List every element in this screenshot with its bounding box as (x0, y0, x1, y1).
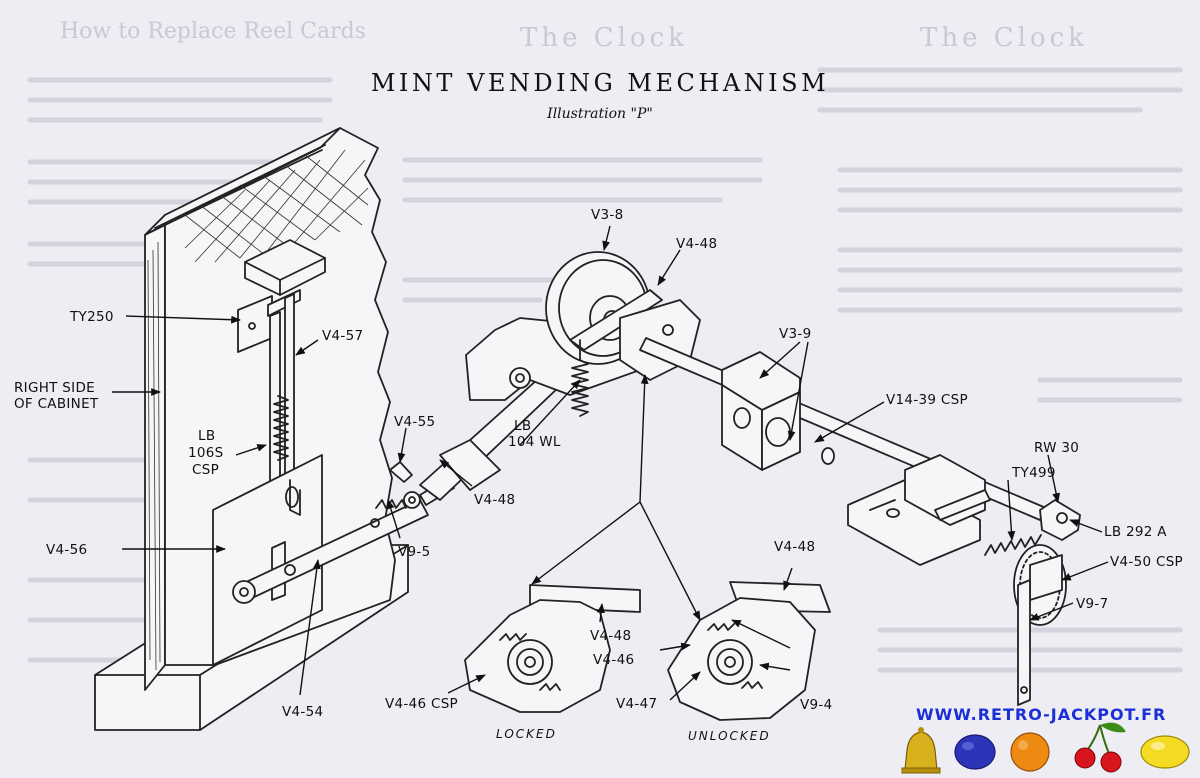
label-v3-8: V3-8 (591, 207, 624, 223)
label-unlocked: UNLOCKED (688, 729, 771, 743)
watermark-url: WWW.RETRO-JACKPOT.FR (916, 705, 1166, 724)
diagram-title: MINT VENDING MECHANISM (371, 69, 829, 97)
label-v4-56: V4-56 (46, 542, 87, 558)
lower-channel-bracket (847, 454, 991, 566)
label-right-side: RIGHT SIDE (14, 380, 95, 396)
label-v4-47: V4-47 (616, 696, 657, 712)
top-bracket-ty250 (237, 239, 326, 353)
bell-icon (901, 727, 941, 774)
unlocked-detail (667, 581, 831, 721)
cherries-icon (1074, 722, 1126, 773)
label-lb106s-line3: CSP (192, 462, 219, 478)
label-lb104wl-line2: 104 WL (508, 434, 561, 450)
label-v9-5: V9-5 (398, 544, 431, 560)
ghost-header-right: The Clock (920, 23, 1088, 53)
label-v4-55: V4-55 (394, 414, 435, 430)
label-lb106s-line2: 106S (188, 445, 224, 461)
spring-ty499 (984, 534, 1042, 556)
label-v9-4: V9-4 (800, 697, 833, 713)
locked-detail (464, 584, 641, 713)
orange-icon (1010, 732, 1050, 772)
label-v4-54: V4-54 (282, 704, 323, 720)
label-v4-57: V4-57 (322, 328, 363, 344)
label-v14-39: V14-39 CSP (886, 392, 968, 408)
plate-rw30 (1039, 499, 1081, 541)
label-lb106s-line1: LB (198, 428, 215, 444)
label-v4-46-csp: V4-46 CSP (385, 696, 458, 712)
label-v3-9: V3-9 (779, 326, 812, 342)
spring-lb106s (273, 395, 289, 461)
label-locked: LOCKED (496, 727, 557, 741)
bracket-v3-9 (721, 351, 801, 471)
diagram-subtitle: Illustration "P" (546, 106, 653, 122)
label-lb104wl-line1: LB (514, 418, 531, 434)
label-v4-48-top: V4-48 (676, 236, 717, 252)
label-ty499: TY499 (1011, 465, 1056, 481)
label-v4-48-inset-right: V4-48 (774, 539, 815, 555)
horizontal-link-v4-54 (232, 499, 429, 604)
part-labels: V3-8 V4-48 TY250 V4-57 RIGHT SIDE OF CAB… (14, 207, 1183, 743)
ghost-header-left: How to Replace Reel Cards (60, 19, 366, 44)
label-v4-48-inset-left: V4-48 (590, 628, 631, 644)
plum-icon (954, 734, 996, 770)
label-rw30: RW 30 (1034, 440, 1079, 456)
label-v4-46: V4-46 (593, 652, 634, 668)
label-v4-50: V4-50 CSP (1110, 554, 1183, 570)
label-of-cabinet: OF CABINET (14, 396, 99, 412)
lever-v9-7 (1017, 579, 1031, 706)
leader-lines (112, 225, 1109, 701)
ghost-header-middle: The Clock (520, 23, 688, 53)
label-ty250: TY250 (69, 309, 114, 325)
panel-crosshatch (184, 149, 369, 263)
label-lb292a: LB 292 A (1104, 524, 1167, 540)
lemon-icon (1140, 735, 1190, 769)
label-v4-48-mid: V4-48 (474, 492, 515, 508)
label-v9-7: V9-7 (1076, 596, 1109, 612)
